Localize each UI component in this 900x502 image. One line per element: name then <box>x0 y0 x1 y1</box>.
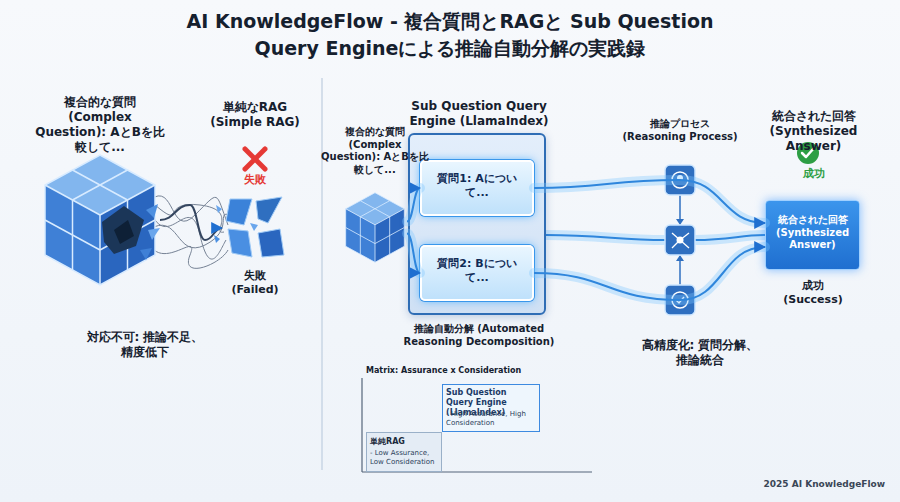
broken-rag-logo: 単純なRAG (Simple RAG)失敗失敗 (Failed) <box>222 195 288 261</box>
node-text: - Low Assurance, Low Consideration <box>370 449 440 467</box>
node-text: 統合された回答 (Synthesized Answer) <box>756 109 871 154</box>
question-cube-shape <box>343 190 407 265</box>
glow-bands <box>546 196 765 284</box>
node-text: Sub Question Query Engine (LlamaIndex) <box>394 99 564 129</box>
note-label: 高精度化: 質問分解、推論統合 <box>640 338 760 368</box>
answer-box: 統合された回答 (Synthesized Answer)成功統合された回答 (S… <box>765 200 860 270</box>
node-text: 成功 (Success) <box>783 279 843 307</box>
node-text: 質問2: Bについて... <box>426 257 528 285</box>
matrix-cell: Sub Question Query Engine (LlamaIndex)- … <box>442 384 540 432</box>
node-text: 統合された回答 (Synthesized Answer) <box>770 214 855 252</box>
matrix-cell: 単純RAG - Low Assurance, Low Consideration <box>366 432 442 472</box>
diagram-title: AI KnowledgeFlow - 複合質問とRAGと Sub Questio… <box>175 8 725 61</box>
tangled-lines <box>148 196 230 269</box>
node-text: 質問1: Aについて... <box>426 172 528 200</box>
red-x-mark <box>245 149 265 169</box>
flow-connector <box>160 205 222 240</box>
flow-connector <box>534 247 765 300</box>
node-text: 失敗 <box>222 173 288 187</box>
note-label: 2025 AI KnowledgeFlow <box>755 479 885 490</box>
node-text: 複合的な質問 (Complex Question): AとBを比較して... <box>35 95 165 155</box>
broken-cube: 複合的な質問 (Complex Question): AとBを比較して... <box>40 150 160 290</box>
divider-line <box>321 78 323 470</box>
node-text: 単純なRAG (Simple RAG) <box>205 100 305 130</box>
node-text: 失敗 (Failed) <box>230 269 280 297</box>
node-text: - High Assurance, High Consideration <box>446 410 536 428</box>
node-text: 推論自動分解 (Automated Reasoning Decompositio… <box>390 323 568 348</box>
process-icons <box>665 165 695 315</box>
question-cube: 複合的な質問 (Complex Question): AとBを比較して... <box>343 190 407 265</box>
sub-question-box: 質問2: Bについて... <box>420 245 534 301</box>
node-text: 複合的な質問 (Complex Question): AとBを比較して... <box>321 126 429 176</box>
node-text: 成功 <box>766 167 861 181</box>
note-label: 対応不可: 推論不足、精度低下 <box>85 330 205 360</box>
broken-cube-shape <box>40 150 160 290</box>
flow-connector <box>407 234 420 274</box>
note-label: 推論プロセス (Reasoning Process) <box>620 118 740 143</box>
node-text: 単純RAG <box>370 437 440 447</box>
flow-connector <box>534 180 765 223</box>
sub-question-box: 質問1: Aについて... <box>420 160 534 216</box>
broken-rag-logo-shape <box>222 195 288 261</box>
matrix-axes <box>362 378 592 472</box>
note-label: Matrix: Assurance x Consideration <box>366 366 606 376</box>
flow-connector <box>407 188 420 222</box>
